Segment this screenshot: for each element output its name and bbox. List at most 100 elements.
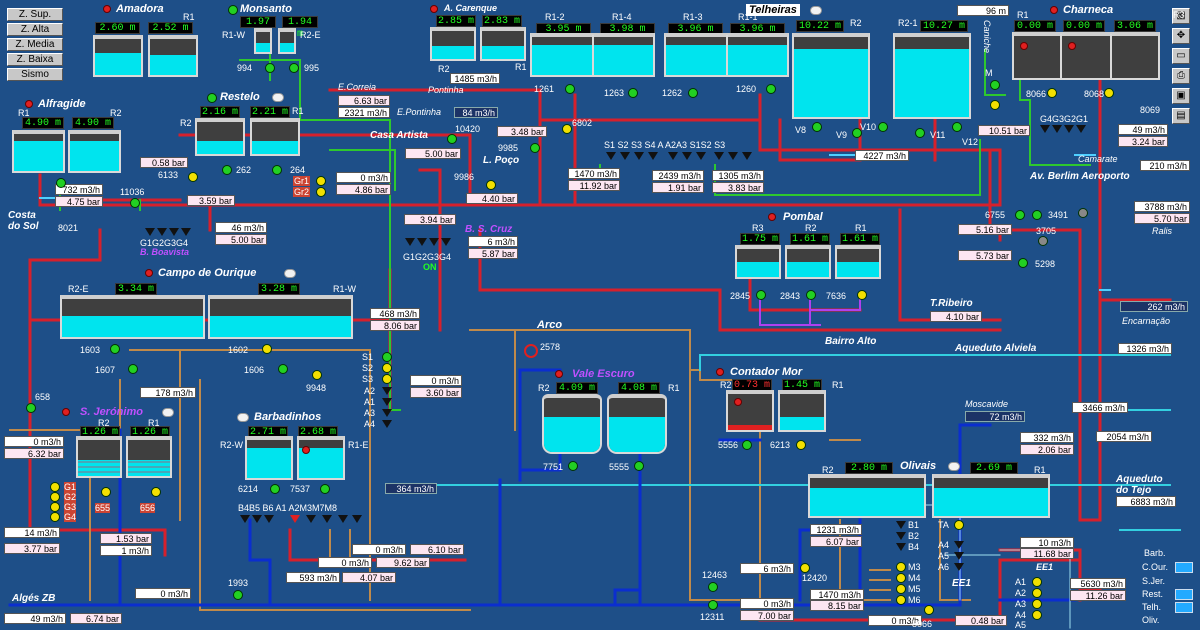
pump-triangle-icon[interactable] [169, 228, 179, 236]
pump-triangle-icon[interactable] [620, 152, 630, 160]
pump-s3[interactable] [382, 374, 392, 384]
pump-m3[interactable] [896, 562, 906, 572]
pump-triangle-icon[interactable] [157, 228, 167, 236]
pump-g3[interactable] [50, 502, 60, 512]
pump-ee2-a2[interactable] [1032, 588, 1042, 598]
legend-telh-toggle[interactable] [1175, 602, 1193, 613]
zone-alta-button[interactable]: Z. Alta [7, 23, 63, 36]
pump-triangle-icon[interactable] [429, 238, 439, 246]
pump-triangle-icon[interactable] [634, 152, 644, 160]
valve-5298[interactable] [1018, 258, 1028, 268]
pump-triangle-icon[interactable] [606, 152, 616, 160]
pump-triangle-icon[interactable] [382, 420, 392, 428]
valve-2578[interactable] [524, 344, 538, 358]
valve-1262[interactable] [688, 88, 698, 98]
valve-12463[interactable] [708, 600, 718, 610]
pump-triangle-icon[interactable] [240, 515, 250, 523]
zone-baixa-button[interactable]: Z. Baixa [7, 53, 63, 66]
pump-triangle-icon[interactable] [682, 152, 692, 160]
pump-triangle-icon[interactable] [648, 152, 658, 160]
sismo-button[interactable]: Sismo [7, 68, 63, 81]
valve-7537[interactable] [233, 590, 243, 600]
valve-9948[interactable] [312, 370, 322, 380]
pump-ee2-a3[interactable] [1032, 599, 1042, 609]
pump-triangle-icon[interactable] [896, 532, 906, 540]
valve-1607[interactable] [128, 364, 138, 374]
valve-3491[interactable] [1078, 208, 1088, 218]
pump-triangle-icon[interactable] [382, 409, 392, 417]
valve-v9[interactable] [852, 128, 862, 138]
valve-1603[interactable] [110, 344, 120, 354]
pump-triangle-icon[interactable] [896, 543, 906, 551]
valve-v8[interactable] [812, 122, 822, 132]
zone-media-button[interactable]: Z. Media [7, 38, 63, 51]
pump-triangle-icon[interactable] [714, 152, 724, 160]
pump-triangle-icon[interactable] [306, 515, 316, 523]
pump-triangle-icon[interactable] [405, 238, 415, 246]
valve-658[interactable] [26, 403, 36, 413]
pump-ee2-a1[interactable] [1032, 577, 1042, 587]
legend-rest-toggle[interactable] [1175, 589, 1193, 600]
pump-gr2[interactable] [316, 187, 326, 197]
pump-triangle-icon[interactable] [352, 515, 362, 523]
pump-triangle-icon[interactable] [954, 563, 964, 571]
valve-994[interactable] [265, 63, 275, 73]
pump-g2[interactable] [50, 492, 60, 502]
valve-12420[interactable] [800, 563, 810, 573]
pump-triangle-icon[interactable] [417, 238, 427, 246]
valve-9985[interactable] [530, 143, 540, 153]
valve-alfragide[interactable] [56, 178, 66, 188]
valve-6755b[interactable] [1032, 210, 1042, 220]
valve-1993[interactable] [708, 582, 718, 592]
pump-triangle-icon[interactable] [322, 515, 332, 523]
pump-triangle-icon[interactable] [1076, 125, 1086, 133]
valve-8068[interactable] [1104, 88, 1114, 98]
valve-1263[interactable] [628, 88, 638, 98]
pump-gr1[interactable] [316, 176, 326, 186]
valve-caniche-2[interactable] [990, 100, 1000, 110]
toolbar-window-icon[interactable]: ▭ [1172, 48, 1190, 64]
pump-triangle-icon[interactable] [441, 238, 451, 246]
pump-g4[interactable] [50, 512, 60, 522]
valve-3705[interactable] [1038, 236, 1048, 246]
valve-1260[interactable] [766, 84, 776, 94]
toolbar-tile-icon[interactable]: ▦ [1172, 8, 1190, 24]
toolbar-save-icon[interactable]: ▣ [1172, 88, 1190, 104]
pump-ee2-a4[interactable] [1032, 610, 1042, 620]
valve-11036[interactable] [130, 198, 140, 208]
valve-12311[interactable] [924, 605, 934, 615]
valve-2843[interactable] [806, 290, 816, 300]
valve-caniche-1[interactable] [990, 80, 1000, 90]
valve-5555[interactable] [742, 440, 752, 450]
valve-995[interactable] [289, 63, 299, 73]
valve-7750[interactable] [568, 461, 578, 471]
pump-triangle-icon[interactable] [954, 552, 964, 560]
valve-v10[interactable] [878, 122, 888, 132]
valve-10420[interactable] [447, 134, 457, 144]
zone-sup-button[interactable]: Z. Sup. [7, 8, 63, 21]
pump-triangle-icon[interactable] [181, 228, 191, 236]
pump-triangle-icon[interactable] [728, 152, 738, 160]
valve-1606[interactable] [278, 364, 288, 374]
pump-triangle-icon[interactable] [1052, 125, 1062, 133]
valve-6213[interactable] [270, 484, 280, 494]
valve-2845[interactable] [756, 290, 766, 300]
pump-triangle-icon[interactable] [145, 228, 155, 236]
valve-7751[interactable] [634, 461, 644, 471]
valve-8066[interactable] [1047, 88, 1057, 98]
pump-triangle-icon[interactable] [1064, 125, 1074, 133]
valve-6802[interactable] [562, 124, 572, 134]
valve-6133[interactable] [188, 172, 198, 182]
pump-triangle-icon[interactable] [1040, 125, 1050, 133]
valve-262[interactable] [222, 165, 232, 175]
valve-9986[interactable] [486, 180, 496, 190]
legend-corq-toggle[interactable] [1175, 562, 1193, 573]
pump-triangle-icon[interactable] [954, 541, 964, 549]
valve-1602[interactable] [262, 344, 272, 354]
pump-triangle-icon[interactable] [382, 387, 392, 395]
valve-5556[interactable] [796, 440, 806, 450]
pump-s1[interactable] [382, 352, 392, 362]
pump-s2[interactable] [382, 363, 392, 373]
pump-triangle-icon[interactable] [668, 152, 678, 160]
toolbar-print-icon[interactable]: ⎙ [1172, 68, 1190, 84]
